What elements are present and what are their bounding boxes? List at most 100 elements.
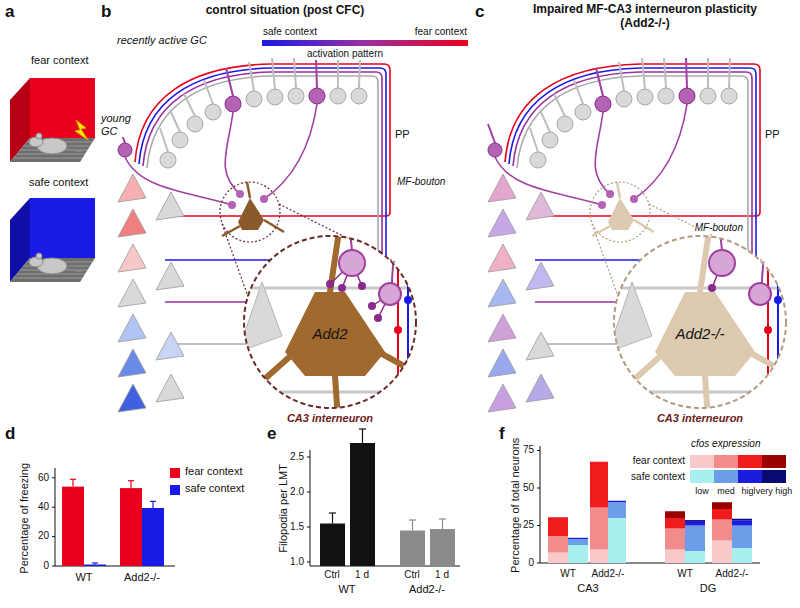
stacked-bar-chart-cfos [762,470,786,483]
inset-magnified [368,302,376,310]
tick-label: 2.5 [289,451,305,463]
stacked-bar-chart-cfos [548,553,568,564]
pyramidal-cell [156,262,184,290]
inset-magnified [285,292,385,376]
stacked-bar-chart-cfos [665,550,685,564]
interneuron [222,182,284,236]
tick-label: 1.5 [289,521,305,533]
bar-chart-freezing [84,565,106,567]
category-label: Add2-/- [123,571,161,584]
pyramidal-cell [488,314,516,342]
bar-chart-filopodia [329,429,366,524]
inset-magnified [392,236,396,283]
tick-label: 1.0 [289,556,305,568]
inset-magnified [350,232,352,250]
panel-letter: a [4,2,15,22]
bar-chart-freezing [150,501,156,502]
bar-chart-freezing [72,479,73,486]
pathway-label: PP [394,128,411,141]
stacked-bar-chart-cfos [712,509,732,520]
panel-title: Impaired MF-CA3 interneuron plasticity (… [519,3,771,31]
bar-chart-filopodia [362,429,363,443]
inset-magnified [774,296,782,304]
bar-chart-freezing [52,566,55,567]
pyramidal-cell [526,262,554,290]
category-label: WT [74,571,93,584]
inset-magnified [655,292,755,376]
pyramidal-cell [526,332,554,360]
bar-chart-freezing [70,479,76,480]
pyramidal-cell [118,279,146,307]
cell-label: young GC [100,112,136,137]
structure-label: MF-bouton [396,176,446,188]
category-label: WT [559,568,577,580]
context-box [13,278,82,279]
tick-label: 40 [37,501,50,513]
bar-chart-freezing [52,477,55,478]
stacked-bar-chart-cfos [685,521,705,526]
stacked-bar-chart-cfos [738,455,762,468]
stacked-bar-chart-cfos [732,526,752,549]
stacked-bar-chart-cfos [714,470,738,483]
legend-label: fear context [184,465,243,478]
bar-chart-filopodia [350,443,375,566]
structure-label: MF-bouton [694,222,744,234]
stacked-bar-chart-cfos [608,518,626,563]
bar-chart-filopodia [310,450,311,566]
inset-magnified [709,250,735,276]
group-label: CA3 [576,582,599,595]
bar-chart-freezing [52,468,175,566]
panel-letter: b [100,2,112,22]
context-box [67,268,86,272]
stacked-bar-chart-cfos [568,545,588,563]
bar-chart-freezing [142,508,164,566]
bar-chart-filopodia [430,529,455,566]
inset-magnified [762,236,766,283]
pyramidal-cell [156,332,184,360]
context-box [36,253,42,259]
inset-magnified [374,314,382,322]
legend-level-label: low [694,486,710,496]
inset-magnified [764,326,772,334]
interneuron [608,198,634,230]
context-box [75,120,88,140]
inset-magnified [379,283,401,305]
inset-magnified [608,230,790,420]
category-label: Ctrl [323,569,341,581]
bar-chart-freezing [128,480,134,481]
stacked-bar-chart-cfos [690,455,714,468]
inset-magnified [238,230,420,420]
inset-magnified [614,236,786,408]
inset-magnified [407,230,409,415]
category-label: 1 d [354,569,370,581]
stacked-bar-chart-cfos [665,511,685,518]
group-label: DG [699,582,718,595]
pyramidal-cell [118,244,146,272]
pyramidal-cell [526,192,554,220]
cell-label: CA3 interneuron [656,412,744,425]
bar-chart-freezing [92,501,156,564]
gradient-label: activation pattern [306,48,384,60]
bar-chart-freezing [70,479,134,488]
pyramidal-cell [488,174,516,202]
tick-label: 20 [37,530,50,542]
stacked-bar-chart-cfos [732,519,752,521]
stacked-bar-chart-cfos [712,541,732,564]
stacked-bar-chart-cfos [537,525,540,526]
inset-magnified [339,250,365,276]
pyramidal-cell [488,209,516,237]
inset-magnified [238,230,790,420]
inset-magnified [397,230,399,415]
pyramidal-cell [118,349,146,377]
interneuron [592,224,620,302]
stacked-bar-chart-cfos [685,526,705,552]
context-box [10,138,95,162]
axis-title: Filopodia per LMT [277,463,290,554]
stacked-bar-chart-cfos [548,536,568,553]
gradient-end-label: fear context [414,26,468,38]
bar-chart-filopodia [412,520,413,531]
stacked-bar-chart-cfos [714,455,738,468]
category-label: Add2-/- [591,568,626,580]
pathway-label: PP [764,128,781,141]
bar-chart-freezing [130,481,131,488]
